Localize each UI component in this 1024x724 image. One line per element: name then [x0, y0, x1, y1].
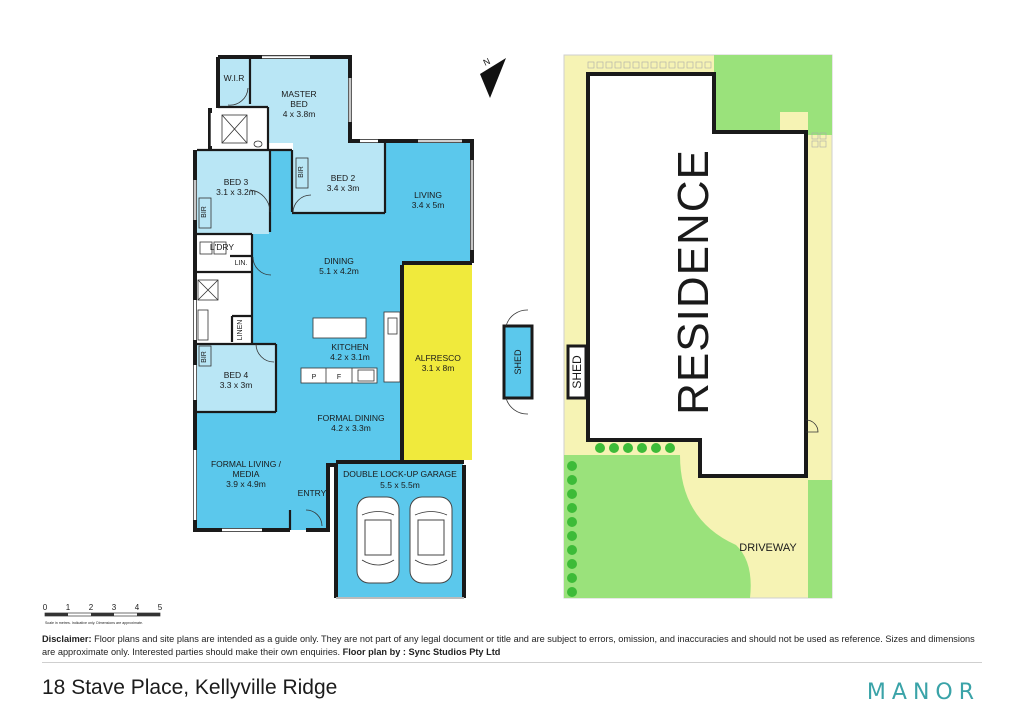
- residence-label: RESIDENCE: [669, 149, 718, 415]
- floor-plan-credit: Floor plan by : Sync Studios Pty Ltd: [342, 646, 501, 657]
- room-name-bed4: BED 4: [224, 370, 249, 380]
- room-dim-bed4: 3.3 x 3m: [220, 380, 253, 390]
- room-labels: W.I.R MASTER BED 4 x 3.8m BED 2 3.4 x 3m…: [201, 73, 461, 498]
- scale-tick-5: 5: [158, 603, 163, 612]
- room-name-garage: DOUBLE LOCK-UP GARAGE: [343, 469, 457, 479]
- room-name-ldry: L'DRY: [210, 242, 234, 252]
- room-name-bed3: BED 3: [224, 177, 249, 187]
- room-name-formal-dining: FORMAL DINING: [317, 413, 384, 423]
- bathroom-floor: [197, 272, 252, 342]
- lawn-top: [714, 55, 832, 135]
- kitchen-island: [312, 317, 367, 339]
- garage-cars: [356, 496, 453, 584]
- bathroom-fixtures: [197, 114, 263, 341]
- robe-label-bed2: BIR: [298, 166, 305, 178]
- site-shed: [566, 344, 588, 400]
- room-dim-formal-living: 3.9 x 4.9m: [226, 479, 266, 489]
- room-name-alfresco: ALFRESCO: [415, 353, 461, 363]
- scale-tick-2: 2: [89, 603, 94, 612]
- lawn-right: [808, 480, 832, 598]
- room-name-formal-living-2: MEDIA: [233, 469, 260, 479]
- robe-label-bed3: BIR: [201, 206, 208, 218]
- footer-divider: [42, 662, 982, 663]
- window-lines: [194, 55, 473, 250]
- room-name-kitchen: KITCHEN: [331, 342, 368, 352]
- compass-north-label: N: [482, 56, 492, 68]
- room-dim-master: 4 x 3.8m: [283, 109, 316, 119]
- scale-tick-4: 4: [135, 603, 140, 612]
- room-dim-alfresco: 3.1 x 8m: [422, 363, 455, 373]
- appliance-fridge: F: [337, 374, 341, 381]
- scale-note: Scale in metres. Indicative only. Dimens…: [45, 621, 143, 625]
- room-dim-bed2: 3.4 x 3m: [327, 183, 360, 193]
- brand-logo: MANOR: [866, 680, 980, 705]
- room-dim-garage: 5.5 x 5.5m: [380, 480, 420, 490]
- site-plan: SHED RESIDENCE DRIVEWAY: [563, 54, 833, 599]
- floor-plan: W.I.R MASTER BED 4 x 3.8m BED 2 3.4 x 3m…: [193, 55, 474, 599]
- room-name-bed2: BED 2: [331, 173, 356, 183]
- alfresco-floor: [404, 265, 472, 460]
- room-name-master-2: BED: [290, 99, 307, 109]
- room-name-master: MASTER: [281, 89, 316, 99]
- north-arrow-icon: [480, 58, 506, 98]
- ensuite-floor: [218, 108, 268, 148]
- shrubs: [567, 443, 675, 597]
- detached-shed: SHED: [502, 309, 534, 415]
- room-name-formal-living: FORMAL LIVING /: [211, 459, 282, 469]
- compass: N: [480, 56, 506, 98]
- room-dim-bed3: 3.1 x 3.2m: [216, 187, 256, 197]
- interior-walls: [197, 59, 387, 530]
- scale-bar: 0 1 2 3 4 5 Scale in metres. Indicative …: [43, 603, 163, 625]
- room-dim-living: 3.4 x 5m: [412, 200, 445, 210]
- car-left: [356, 496, 400, 584]
- kitchen-side-bench: [383, 311, 401, 383]
- car-right: [409, 496, 453, 584]
- room-name-linen: LINEN: [237, 320, 244, 341]
- driveway-label: DRIVEWAY: [739, 542, 797, 554]
- room-name-dining: DINING: [324, 256, 354, 266]
- scale-tick-1: 1: [66, 603, 71, 612]
- room-name-wir: W.I.R: [224, 73, 245, 83]
- disclaimer: Disclaimer: Floor plans and site plans a…: [42, 633, 987, 658]
- room-name-entry: ENTRY: [298, 488, 327, 498]
- paver-row: [587, 61, 827, 148]
- room-dim-dining: 5.1 x 4.2m: [319, 266, 359, 276]
- robe-label-bed4: BIR: [201, 351, 208, 363]
- property-address: 18 Stave Place, Kellyville Ridge: [42, 676, 338, 699]
- bed4-floor: [197, 344, 277, 412]
- robes: [198, 157, 309, 367]
- residence-footprint: [586, 72, 808, 478]
- site-shed-label: SHED: [570, 355, 584, 389]
- room-dim-kitchen: 4.2 x 3.1m: [330, 352, 370, 362]
- exterior-walls: [193, 55, 474, 598]
- scale-tick-3: 3: [112, 603, 117, 612]
- disclaimer-label: Disclaimer:: [42, 634, 92, 644]
- room-name-lin: LIN.: [235, 260, 248, 267]
- room-name-living: LIVING: [414, 190, 442, 200]
- room-dim-formal-dining: 4.2 x 3.3m: [331, 423, 371, 433]
- disclaimer-text: Floor plans and site plans are intended …: [42, 634, 975, 657]
- wir-floor: [218, 59, 250, 107]
- door-swings: [227, 87, 323, 527]
- shed-label: SHED: [513, 349, 523, 375]
- lawn-left: [564, 455, 751, 598]
- appliance-pantry: P: [312, 374, 317, 381]
- scale-tick-0: 0: [43, 603, 48, 612]
